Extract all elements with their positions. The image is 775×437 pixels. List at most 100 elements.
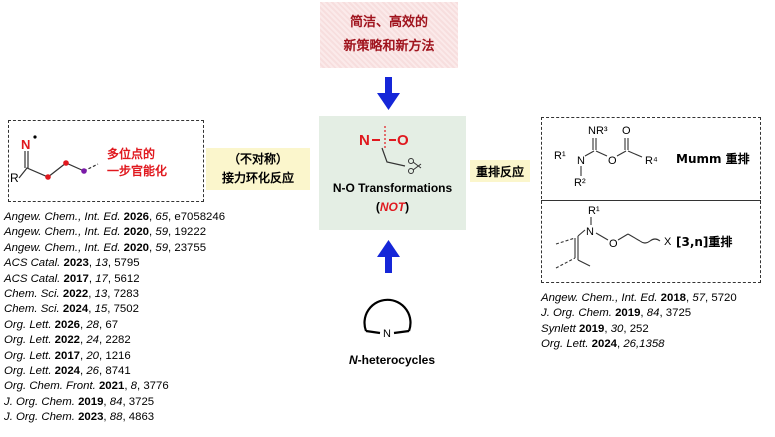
up-arrow [377,240,400,273]
multisite-functionalization-label: 多位点的 一步官能化 [107,146,197,180]
reference-line: Org. Chem. Front. 2021, 8, 3776 [4,380,169,393]
mumm-atom-nr3: NR³ [588,125,608,137]
scissors-icon [408,158,422,174]
reference-journal: Angew. Chem., Int. Ed. [4,226,121,239]
reference-year: 2019 [579,322,605,335]
reference-line: Angew. Chem., Int. Ed. 2026, 65, e705824… [4,211,226,223]
mumm-atom-r1: R¹ [554,150,566,162]
reference-line: Chem. Sci. 2022, 13, 7283 [4,288,139,301]
reference-year: 2023 [63,257,89,270]
reference-journal: J. Org. Chem. [4,395,75,408]
reference-year: 2024 [591,338,617,351]
reference-volume: 65 [155,211,169,223]
n-heterocycle-ring: N [363,298,412,340]
reference-volume: 13 [95,257,108,270]
reference-page: 1216 [105,349,131,362]
mumm-rearrangement-label: Mumm 重排 [676,152,750,166]
red-label-line2: 一步官能化 [107,164,168,178]
center-not-label: (NOT) [319,200,466,214]
mumm-atom-r2: R² [574,177,586,189]
reference-page: 7502 [113,303,139,316]
reference-journal: Chem. Sci. [4,303,60,316]
reference-line: J. Org. Chem. 2019, 84, 3725 [541,307,692,320]
reference-volume: 20 [86,349,100,362]
reference-journal: Org. Lett. [541,338,589,351]
mumm-atom-n: N [577,155,585,167]
mumm-imidate-structure: R¹ N R² NR³ O O R⁴ [554,125,658,189]
reference-volume: 84 [109,395,123,408]
reference-line: Org. Lett. 2024, 26, 8741 [4,365,131,378]
reference-page: 5795 [114,257,140,270]
reference-volume: 15 [94,303,108,316]
reference-journal: Angew. Chem., Int. Ed. [4,211,121,223]
reference-journal: ACS Catal. [4,257,61,270]
reference-year: 2024 [62,303,89,316]
reference-volume: 24 [86,334,100,347]
reference-year: 2023 [78,411,104,424]
not-close-paren: ) [405,200,410,214]
center-atom-n: N [359,132,370,149]
sigmatropic-structure: R¹ N O X [555,205,672,269]
reference-journal: J. Org. Chem. [541,307,612,320]
reference-page: 8741 [105,365,131,378]
reference-volume: 84 [646,307,660,320]
reference-page: 3776 [143,380,169,393]
reference-year: 2021 [98,380,125,393]
reference-line: Org. Lett. 2017, 20, 1216 [4,349,131,362]
reference-year: 2026 [123,211,150,223]
reference-volume: 88 [109,411,123,424]
reference-page: 7283 [113,288,139,301]
reference-page: e7058246 [174,211,226,223]
right-reference-list: Angew. Chem., Int. Ed. 2018, 57, 5720 J. … [541,291,737,353]
reference-line: Org. Lett. 2024, 26,1358 [541,338,665,351]
reference-journal: Org. Chem. Front. [4,380,96,393]
reference-year: 2019 [78,395,104,408]
imine-scaffold-structure: N R [10,135,99,185]
reference-year: 2018 [660,292,687,304]
reference-year: 2017 [63,272,89,285]
n-heterocycles-prefix: N [348,353,358,367]
sigmatropic-rearrangement-label: [3,n]重排 [676,235,733,249]
reference-journal: Org. Lett. [4,318,52,331]
reference-volume: 30 [610,322,624,335]
yellow-line2: 接力环化反应 [221,171,294,185]
n-o-bond-structure: N O [359,126,422,174]
reference-line: Chem. Sci. 2024, 15, 7502 [4,303,139,316]
red-label-line1: 多位点的 [107,147,156,161]
reference-line: Angew. Chem., Int. Ed. 2018, 57, 5720 [541,292,737,304]
reference-volume: 26 [86,365,100,378]
reference-volume: 59 [155,241,169,254]
left-atom-r: R [10,171,19,185]
reference-volume: 26,1358 [623,338,665,351]
reference-line: ACS Catal. 2023, 13, 5795 [4,257,140,270]
mumm-atom-r4: R⁴ [645,155,658,167]
reference-year: 2022 [54,334,80,347]
rearrangement-label: 重排反应 [470,160,530,182]
reference-volume: 59 [155,226,169,239]
mumm-atom-o1: O [608,155,617,167]
top-box-line1: 简洁、高效的 [349,15,428,30]
reference-page: 3725 [665,307,692,320]
reference-volume: 8 [130,380,137,393]
reference-journal: Angew. Chem., Int. Ed. [541,292,658,304]
relay-cyclization-label: （不对称） 接力环化反应 [206,148,310,190]
reference-page: 67 [105,318,119,331]
reference-year: 2024 [54,365,80,378]
down-arrow [377,77,400,110]
reference-page: 2282 [105,334,131,347]
reference-journal: Org. Lett. [4,334,52,347]
reference-line: J. Org. Chem. 2019, 84, 3725 [4,395,155,408]
reference-page: 19222 [174,226,207,239]
mumm-atom-o2: O [622,125,631,137]
reference-year: 2020 [123,226,150,239]
left-atom-n: N [21,137,30,152]
reference-year: 2020 [123,241,150,254]
reference-volume: 13 [94,288,108,301]
reference-journal: Org. Lett. [4,365,52,378]
reference-volume: 28 [86,318,100,331]
not-word: NOT [379,200,406,214]
reference-year: 2019 [615,307,641,320]
reference-line: ACS Catal. 2017, 17, 5612 [4,272,140,285]
reference-line: Org. Lett. 2022, 24, 2282 [4,334,131,347]
